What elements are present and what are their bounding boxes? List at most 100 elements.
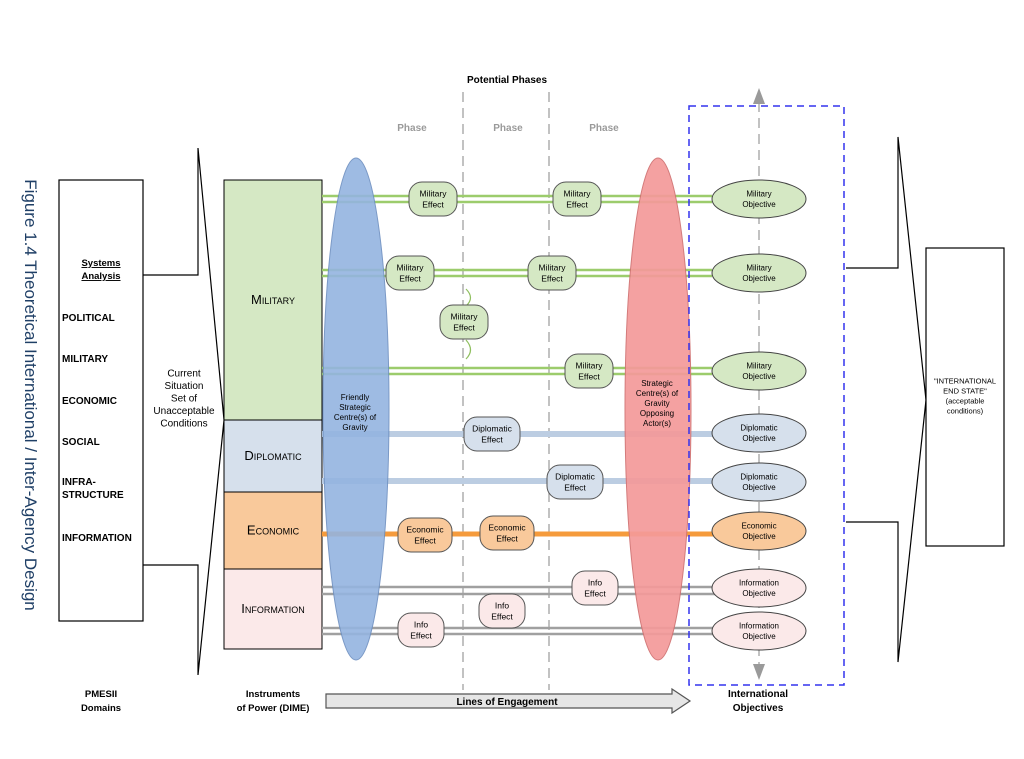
effect-box: [397, 517, 453, 553]
effect-text-line: Effect: [578, 371, 600, 381]
objective-text-line: Objective: [742, 200, 776, 209]
dime-block: [223, 419, 323, 493]
effect-text-line: Info: [414, 619, 428, 629]
effect-text-line: Diplomatic: [555, 471, 595, 481]
effect-text-line: Military: [564, 188, 592, 198]
pmesii-domain: STRUCTURE: [62, 490, 124, 501]
objective-text-line: Military: [746, 362, 771, 371]
dime-label: INFORMATION: [241, 601, 304, 616]
objective-text-line: Objective: [742, 372, 776, 381]
end-state-box: [925, 247, 1005, 547]
dime-block: [223, 568, 323, 650]
pmesii-footer: Domains: [81, 703, 121, 714]
effect-text-line: Effect: [491, 611, 513, 621]
objective-text-line: Objective: [742, 532, 776, 541]
objective-text-line: Information: [739, 579, 779, 588]
effect-box: [564, 353, 614, 389]
objective-ellipse: [711, 611, 807, 651]
figure-title: Figure 1.4 Theoretical International / I…: [21, 179, 40, 611]
pmesii-heading: Analysis: [81, 271, 120, 282]
axis-arrow-down: [753, 664, 765, 680]
pmesii-domain: INFORMATION: [62, 533, 132, 544]
effect-connector: [465, 288, 472, 307]
dime-label: MILITARY: [251, 292, 295, 307]
end-state-text-line: "INTERNATIONAL: [934, 377, 996, 386]
effect-text-line: Effect: [584, 588, 606, 598]
end-state-text-line: END STATE": [943, 387, 987, 396]
international-objectives-label: Objectives: [733, 703, 784, 714]
effect-text-line: Effect: [496, 533, 518, 543]
objective-ellipse: [711, 413, 807, 453]
effect-text-line: Effect: [453, 322, 475, 332]
pmesii-footer: PMESII: [85, 689, 117, 700]
effect-box: [408, 181, 458, 217]
potential-phases-label: Potential Phases: [467, 75, 547, 86]
objective-ellipse: [711, 511, 807, 551]
end-state-text-line: conditions): [947, 407, 984, 416]
objective-text-line: Objective: [742, 274, 776, 283]
current-situation-text-line: Situation: [165, 381, 204, 392]
end-state-text-line: (acceptable: [946, 397, 985, 406]
effect-text-line: Effect: [414, 535, 436, 545]
lines-of-engagement-label: Lines of Engagement: [456, 697, 558, 708]
objectives-dashed-box: [688, 105, 845, 686]
effect-box: [571, 570, 619, 606]
dime-block: [223, 491, 323, 570]
objective-ellipse: [711, 179, 807, 219]
opposing-cog-text-line: Strategic: [641, 379, 673, 388]
phase-label: Phase: [397, 123, 427, 134]
current-situation-text-line: Conditions: [160, 419, 207, 430]
effect-text-line: Effect: [566, 199, 588, 209]
friendly-cog-text-line: Friendly: [341, 393, 369, 402]
pmesii-heading: Systems: [81, 258, 120, 269]
effect-text-line: Effect: [541, 273, 563, 283]
objective-text-line: Objective: [742, 483, 776, 492]
pmesii-domain: MILITARY: [62, 354, 108, 365]
opposing-cog-text-line: Centre(s) of: [636, 389, 679, 398]
objective-text-line: Information: [739, 622, 779, 631]
effect-text-line: Military: [420, 188, 448, 198]
effect-connector: [465, 339, 472, 360]
objective-ellipse: [711, 568, 807, 608]
objective-text-line: Objective: [742, 434, 776, 443]
objective-text-line: Objective: [742, 632, 776, 641]
pmesii-domain: INFRA-: [62, 477, 96, 488]
effect-box: [527, 255, 577, 291]
effect-text-line: Military: [576, 360, 604, 370]
effect-box: [385, 255, 435, 291]
effect-box: [546, 464, 604, 500]
friendly-cog-text-line: Strategic: [339, 403, 371, 412]
current-situation-text-line: Current: [167, 369, 201, 380]
effect-text-line: Effect: [564, 482, 586, 492]
pmesii-box: [58, 179, 144, 622]
effect-text-line: Military: [539, 262, 567, 272]
effect-text-line: Effect: [481, 434, 503, 444]
current-situation-text-line: Unacceptable: [153, 406, 215, 417]
objective-ellipse: [711, 462, 807, 502]
pmesii-domain: SOCIAL: [62, 437, 100, 448]
end-state-arrow: [846, 136, 927, 663]
dime-label: ECONOMIC: [247, 523, 300, 538]
effect-text-line: Info: [495, 600, 509, 610]
objective-text-line: Objective: [742, 589, 776, 598]
effect-box: [439, 304, 489, 340]
opposing-cog-text-line: Opposing: [640, 409, 674, 418]
effect-text-line: Economic: [488, 522, 526, 532]
